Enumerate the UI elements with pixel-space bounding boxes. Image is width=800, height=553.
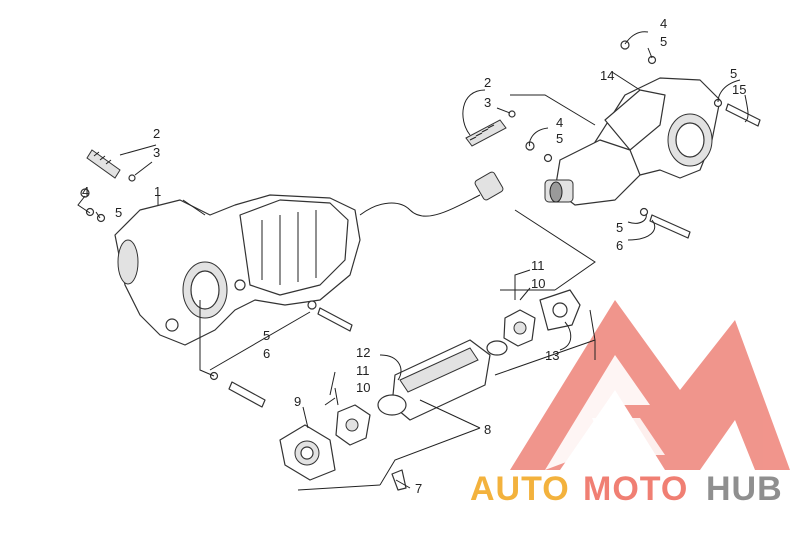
watermark-text: AUTO MOTO HUB: [470, 470, 783, 508]
front-differential-housing: [525, 40, 761, 239]
callout-driveshaft: 8: [484, 422, 491, 437]
front-vent-hose: [465, 110, 516, 147]
callout-front-vent-hose: 2: [484, 75, 491, 90]
callout-uj-bearing-front: 11: [531, 258, 545, 273]
driveshaft: [377, 339, 508, 421]
watermark-moto: MOTO: [583, 470, 688, 508]
callout-front-vent-clamp: 3: [484, 95, 491, 110]
callout-rear-vent-clamp: 3: [153, 145, 160, 160]
callout-front-washer-top: 5: [660, 34, 667, 49]
callout-gearcase: 1: [154, 184, 161, 199]
callout-yoke-front: 13: [545, 348, 559, 363]
callout-front-nut-top: 4: [660, 16, 667, 31]
callout-front-washer-low: 5: [616, 220, 623, 235]
rear-vent-hose: [86, 149, 136, 182]
callout-driveshaft-boot: 12: [356, 345, 370, 360]
callout-numbers: 4 5 14 5 15 2 3 4 5 5 6 2 3 1 4 5 5 6 11…: [82, 16, 746, 496]
callout-uj-rear: 10: [356, 380, 370, 395]
watermark-auto: AUTO: [470, 470, 570, 508]
watermark-hub: HUB: [706, 470, 783, 508]
callout-rear-bolt-low: 6: [263, 346, 270, 361]
callout-flange: 9: [294, 394, 301, 409]
callout-front-nut-mid: 4: [556, 115, 563, 130]
rear-gearcase: [80, 171, 504, 346]
callout-uj-bearing-rear: 11: [356, 363, 370, 378]
callout-uj-front: 10: [531, 276, 545, 291]
rear-mount-bolts: [209, 300, 353, 408]
callout-flange-bolt: 7: [415, 481, 422, 496]
callout-rear-vent-hose: 2: [153, 126, 160, 141]
callout-rear-washer: 5: [115, 205, 122, 220]
callout-front-housing: 14: [600, 68, 614, 83]
callout-front-bolt-right: 15: [732, 82, 746, 97]
callout-front-bolt-low: 6: [616, 238, 623, 253]
callout-front-washer-mid: 5: [556, 131, 563, 146]
watermark-logo: [510, 300, 790, 470]
leader-lines: [77, 31, 749, 491]
front-universal-joint: [503, 289, 581, 347]
rear-universal-joint: [324, 397, 371, 446]
output-flange: [279, 424, 407, 491]
callout-front-washer-right: 5: [730, 66, 737, 81]
callout-rear-nut: 4: [82, 184, 89, 199]
callout-rear-washer-low: 5: [263, 328, 270, 343]
